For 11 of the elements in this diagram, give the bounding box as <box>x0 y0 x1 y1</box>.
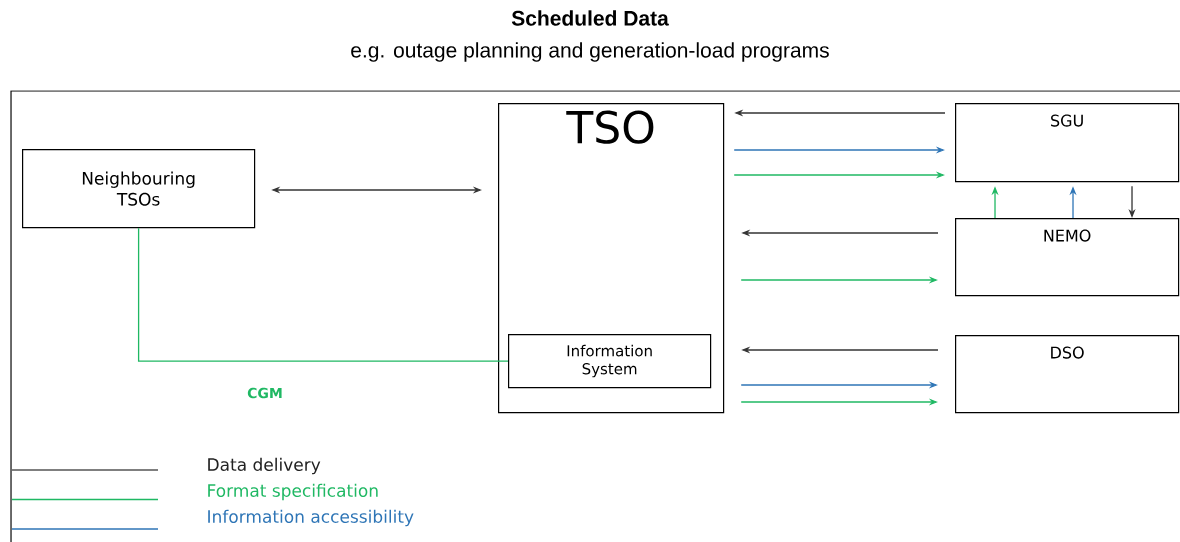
subtitle: e.g. outage planning and generation-load programs <box>351 42 829 62</box>
legend-text: Format specification <box>208 483 378 501</box>
process-box: SGU <box>955 103 1180 183</box>
legend-text: Data delivery <box>208 457 321 475</box>
process-box: DSO <box>955 335 1180 414</box>
legend-text: Information accessibility <box>208 509 414 527</box>
edge-label: CGM <box>245 385 285 401</box>
title: Scheduled Data <box>511 10 669 26</box>
process-box: Neighbouring TSOs <box>22 149 256 229</box>
process-box: NEMO <box>955 218 1180 297</box>
process-box: Information System <box>508 334 712 389</box>
